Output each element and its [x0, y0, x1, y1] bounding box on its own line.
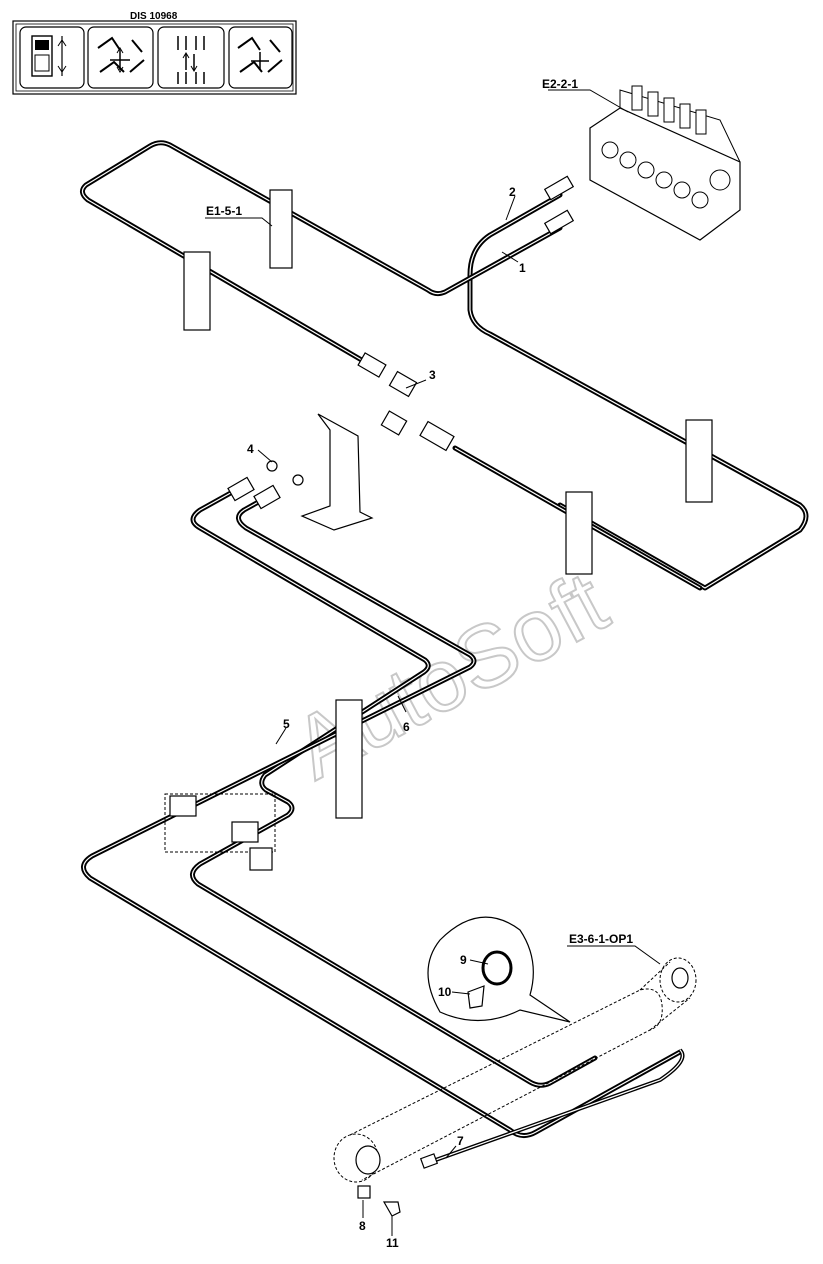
callout-7: 7 — [457, 1134, 464, 1148]
callout-8: 8 — [359, 1219, 366, 1233]
detail-bubble — [427, 916, 571, 1023]
ref-clamp-block: E1-5-1 — [206, 204, 242, 218]
ref-control-valve: E2-2-1 — [542, 77, 578, 91]
ref-cylinder: E3-6-1-OP1 — [569, 932, 633, 946]
clamp-block-middle — [164, 699, 363, 871]
fittings — [227, 175, 575, 510]
boom-swing-alt-icon — [228, 26, 293, 89]
callout-11: 11 — [386, 1236, 399, 1250]
hydraulic-cylinder — [333, 957, 697, 1183]
boom-swing-icon — [87, 26, 154, 89]
callout-4: 4 — [247, 442, 254, 456]
hose-runs — [80, 140, 809, 1164]
cylinder-fittings — [357, 1153, 439, 1217]
leader-lines — [205, 89, 661, 1236]
control-valve — [589, 85, 741, 241]
bracket — [300, 413, 374, 531]
callout-2: 2 — [509, 185, 516, 199]
callout-6: 6 — [403, 720, 410, 734]
header-icon-strip: DIS 10968 — [12, 11, 297, 95]
callout-9: 9 — [460, 953, 467, 967]
callout-1: 1 — [519, 261, 526, 275]
electronic-control-icon — [19, 26, 85, 89]
double-arrow-icon — [157, 26, 225, 89]
clamp-block-right — [565, 419, 713, 575]
callout-10: 10 — [438, 985, 452, 999]
callout-5: 5 — [283, 717, 290, 731]
clamp-block-upper-left — [183, 189, 293, 331]
callout-3: 3 — [429, 368, 436, 382]
dis-code: DIS 10968 — [130, 11, 178, 22]
